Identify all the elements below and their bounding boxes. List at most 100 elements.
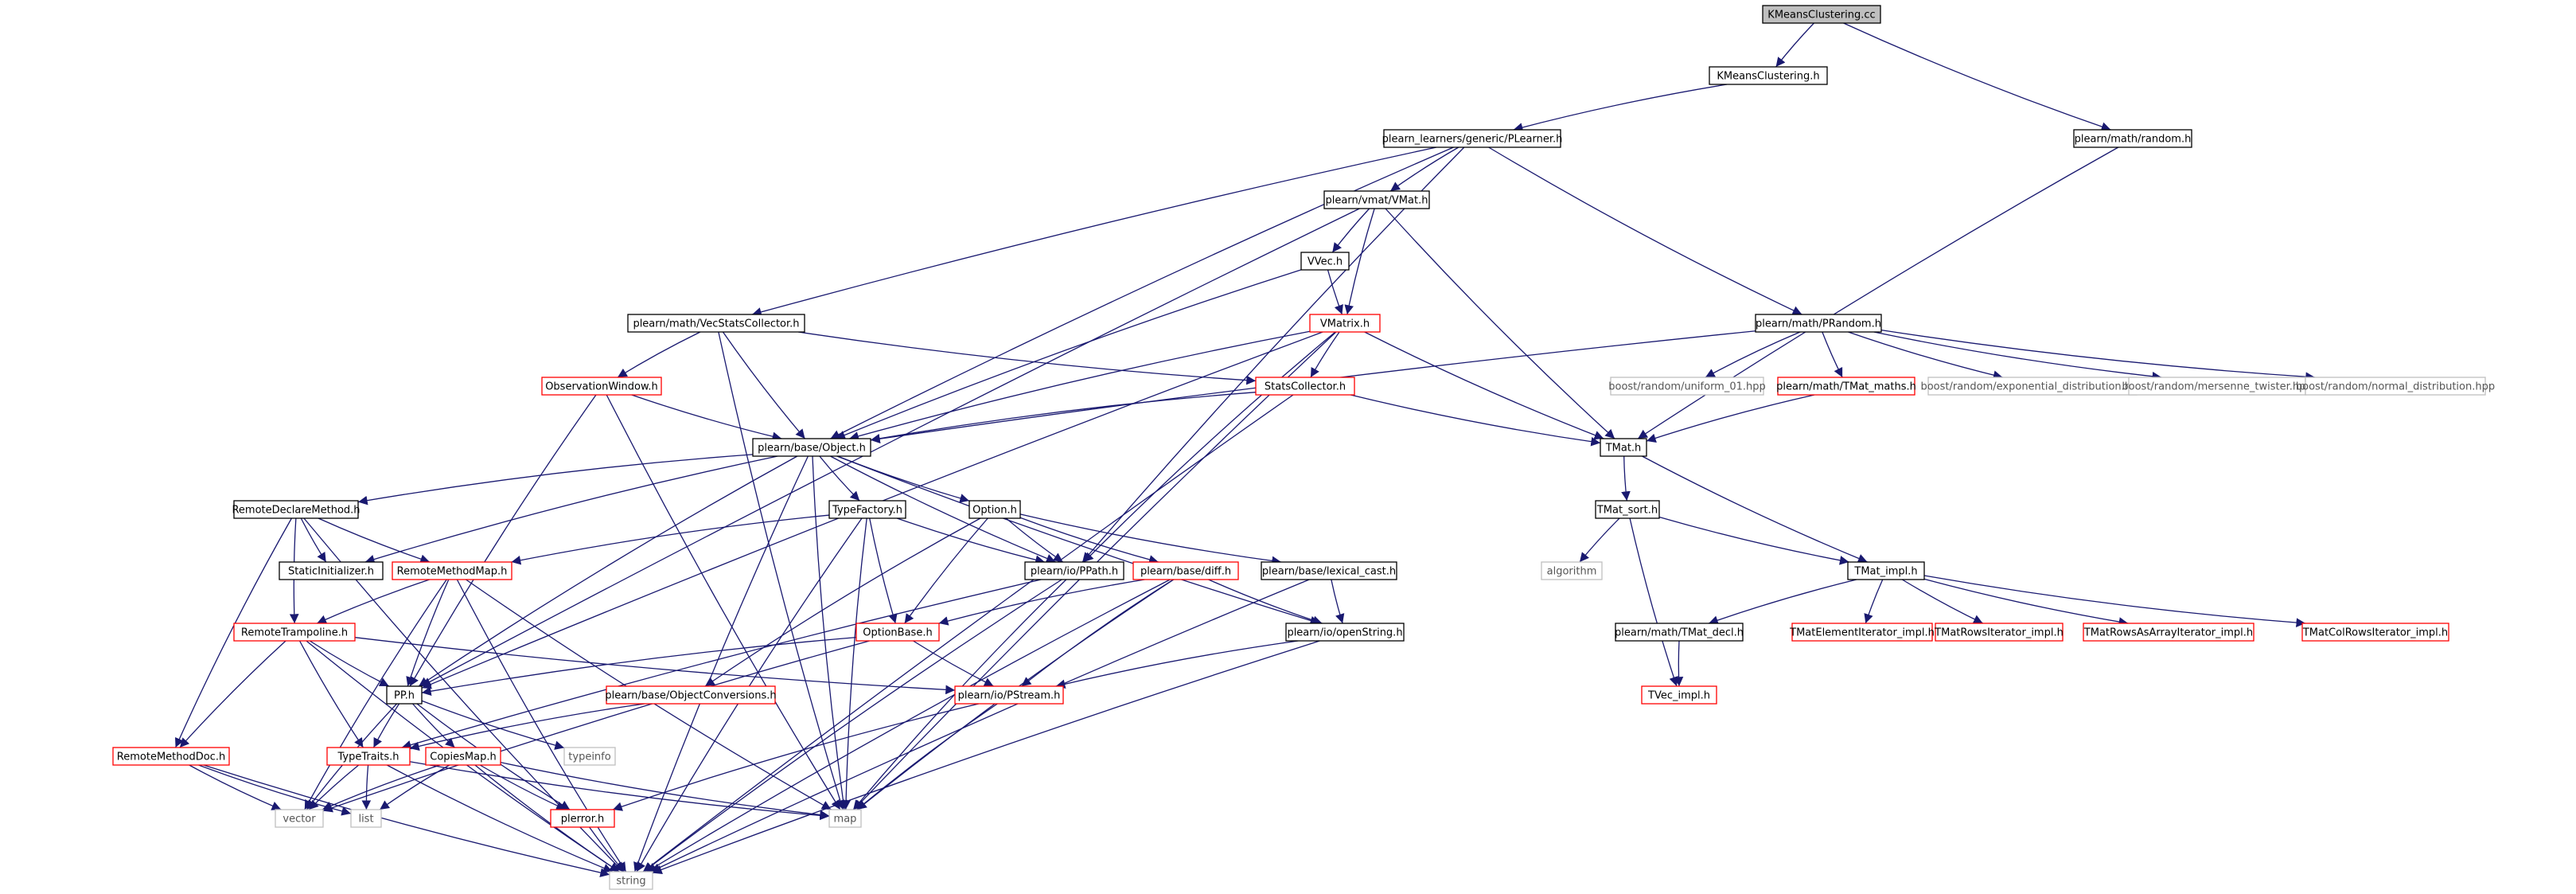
node-label-random_h: plearn/math/random.h: [2075, 134, 2192, 146]
node-tmatcolrows[interactable]: TMatColRowsIterator_impl.h: [2301, 623, 2449, 642]
edge-obswin-to-object_h: [631, 394, 782, 441]
node-label-openstring: plearn/io/openString.h: [1287, 627, 1402, 639]
edge-vvec_h-to-vmatrix: [1327, 269, 1343, 315]
node-plearner[interactable]: plearn_learners/generic/PLearner.h: [1382, 129, 1563, 148]
node-map: map: [828, 809, 862, 828]
edge-vvec_h-to-object_h: [836, 269, 1302, 440]
node-obswin[interactable]: ObservationWindow.h: [541, 377, 662, 396]
edge-option_h-to-lexcast: [1019, 513, 1282, 566]
edge-prandom-to-normdist: [1880, 329, 2316, 382]
node-ppath[interactable]: plearn/io/PPath.h: [1024, 561, 1124, 580]
node-remdecl[interactable]: RemoteDeclareMethod.h: [232, 500, 360, 519]
node-vecstats[interactable]: plearn/math/VecStatsCollector.h: [627, 314, 805, 333]
edge-vmat_h-to-tmat_h: [1385, 208, 1615, 439]
edge-tmatsort-to-tvecimpl: [1629, 517, 1678, 687]
node-vector: vector: [275, 809, 324, 828]
edge-tmatmaths-to-tmat_h: [1646, 394, 1815, 443]
node-normdist: boost/random/normal_distribution.hpp: [2296, 377, 2495, 396]
edge-object_h-to-staticinit: [364, 455, 778, 564]
edge-statscoll-to-object_h: [870, 392, 1257, 443]
node-vmatrix[interactable]: VMatrix.h: [1309, 314, 1381, 333]
node-remtramp[interactable]: RemoteTrampoline.h: [233, 623, 356, 642]
node-option_h[interactable]: Option.h: [968, 500, 1021, 519]
node-tmat_h[interactable]: TMat.h: [1600, 438, 1647, 457]
node-random_h[interactable]: plearn/math/random.h: [2073, 129, 2192, 148]
node-label-tmatrowsarr: TMatRowsAsArrayIterator_impl.h: [2083, 627, 2253, 639]
edge-diff_h-to-optionbase: [938, 579, 1145, 626]
node-box-openstring: [1285, 623, 1405, 642]
node-box-pp_h: [386, 685, 423, 705]
node-tvecimpl[interactable]: TVec_impl.h: [1641, 685, 1717, 705]
node-box-pstream: [954, 685, 1064, 705]
edge-copiesmap-to-map: [500, 762, 830, 820]
node-copiesmap[interactable]: CopiesMap.h: [425, 747, 501, 766]
edge-tmatsort-to-tmatimpl: [1658, 516, 1849, 565]
node-box-copiesmap: [425, 747, 501, 766]
node-typefactory[interactable]: TypeFactory.h: [828, 500, 906, 519]
edge-kmeans_cc-to-random_h: [1843, 22, 2111, 131]
node-staticinit[interactable]: StaticInitializer.h: [279, 561, 384, 580]
node-tmatelemit[interactable]: TMatElementIterator_impl.h: [1789, 623, 1935, 642]
edge-object_h-to-pp_h: [418, 455, 798, 687]
edge-lexcast-to-string: [650, 579, 1310, 873]
node-openstring[interactable]: plearn/io/openString.h: [1285, 623, 1405, 642]
node-label-uniform01: boost/random/uniform_01.hpp: [1608, 381, 1766, 393]
node-box-tmatcolrows: [2301, 623, 2449, 642]
edge-vmatrix-to-ppath: [1083, 331, 1336, 563]
node-statscoll[interactable]: StatsCollector.h: [1255, 377, 1355, 396]
node-tmatdecl[interactable]: plearn/math/TMat_decl.h: [1615, 623, 1744, 642]
node-remmethodmap[interactable]: RemoteMethodMap.h: [392, 561, 512, 580]
edge-vmatrix-to-tmat_h: [1364, 331, 1604, 440]
node-tmatmaths[interactable]: plearn/math/TMat_maths.h: [1776, 377, 1916, 396]
edge-remdecl-to-remmethodmap: [318, 517, 431, 564]
node-label-vvec_h: VVec.h: [1307, 256, 1343, 268]
edge-tmat_h-to-tmatimpl: [1642, 455, 1868, 563]
node-box-map: [828, 809, 862, 828]
edge-vmat_h-to-vvec_h: [1331, 208, 1370, 253]
node-tmatrowsarr[interactable]: TMatRowsAsArrayIterator_impl.h: [2083, 623, 2254, 642]
node-label-ppath: plearn/io/PPath.h: [1031, 566, 1118, 578]
node-box-plearner: [1383, 129, 1561, 148]
node-pp_h[interactable]: PP.h: [386, 685, 423, 705]
node-object_h[interactable]: plearn/base/Object.h: [752, 438, 871, 457]
node-mersenne: boost/random/mersenne_twister.hpp: [2122, 377, 2313, 396]
node-tmatsort[interactable]: TMat_sort.h: [1595, 500, 1660, 519]
node-box-remmethoddoc: [112, 747, 230, 766]
node-expdist: boost/random/exponential_distribution.hp…: [1920, 377, 2145, 396]
node-label-objconv: plearn/base/ObjectConversions.h: [605, 690, 776, 702]
node-label-typefactory: TypeFactory.h: [832, 505, 902, 517]
node-label-option_h: Option.h: [972, 505, 1017, 517]
node-vmat_h[interactable]: plearn/vmat/VMat.h: [1323, 190, 1430, 209]
edge-copiesmap-to-string: [474, 764, 620, 873]
node-plerror[interactable]: plerror.h: [550, 809, 615, 828]
node-remmethoddoc[interactable]: RemoteMethodDoc.h: [112, 747, 230, 766]
node-objconv[interactable]: plearn/base/ObjectConversions.h: [605, 685, 777, 705]
node-pstream[interactable]: plearn/io/PStream.h: [954, 685, 1064, 705]
edge-option_h-to-optionbase: [904, 517, 988, 624]
node-lexcast[interactable]: plearn/base/lexical_cast.h: [1261, 561, 1397, 580]
node-box-tmatsort: [1595, 500, 1660, 519]
node-optionbase[interactable]: OptionBase.h: [855, 623, 940, 642]
node-box-objconv: [606, 685, 776, 705]
node-diff_h[interactable]: plearn/base/diff.h: [1132, 561, 1239, 580]
node-label-vector: vector: [283, 814, 316, 826]
node-box-remmethodmap: [392, 561, 512, 580]
node-label-remmethodmap: RemoteMethodMap.h: [397, 566, 508, 578]
node-typetraits[interactable]: TypeTraits.h: [326, 747, 411, 766]
node-label-typeinfo: typeinfo: [568, 752, 610, 763]
node-label-object_h: plearn/base/Object.h: [758, 443, 866, 455]
edge-prandom-to-uniform01: [1705, 331, 1801, 378]
node-vvec_h[interactable]: VVec.h: [1300, 252, 1350, 271]
node-label-map: map: [834, 814, 857, 826]
edge-prandom-to-mersenne: [1873, 331, 2162, 381]
node-box-normdist: [2305, 377, 2486, 396]
node-box-vmatrix: [1309, 314, 1381, 333]
node-tmatrowsit[interactable]: TMatRowsIterator_impl.h: [1934, 623, 2064, 642]
node-kmeans_h[interactable]: KMeansClustering.h: [1709, 66, 1828, 85]
edge-statscoll-to-string: [642, 394, 1294, 873]
node-box-staticinit: [279, 561, 384, 580]
node-tmatimpl[interactable]: TMat_impl.h: [1847, 561, 1925, 580]
node-kmeans_cc[interactable]: KMeansClustering.cc: [1762, 5, 1881, 24]
node-prandom[interactable]: plearn/math/PRandom.h: [1755, 314, 1882, 333]
